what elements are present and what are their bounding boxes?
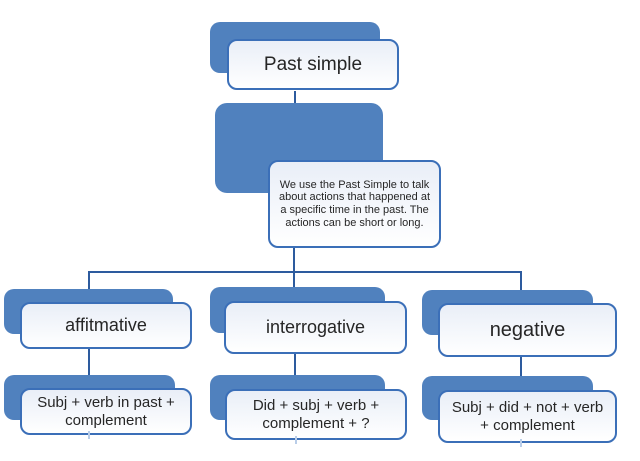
connector-drop-right bbox=[520, 271, 522, 292]
root-node: Past simple bbox=[227, 39, 399, 90]
connector-drop-left bbox=[88, 271, 90, 292]
description-text: We use the Past Simple to talk about act… bbox=[278, 178, 431, 229]
formula-negative-text: Subj + did + not + verb + complement bbox=[451, 399, 604, 434]
branch-interrogative-label: interrogative bbox=[265, 317, 366, 338]
branch-negative-label: negative bbox=[489, 318, 566, 341]
connector-center-to-formula bbox=[294, 352, 296, 377]
formula-negative-node: Subj + did + not + verb + complement bbox=[438, 390, 617, 443]
connector-stub-right bbox=[520, 439, 522, 447]
formula-affirmative-text: Subj + verb in past + complement bbox=[37, 394, 175, 429]
connector-root-to-middle bbox=[294, 91, 296, 104]
connector-drop-center bbox=[293, 271, 295, 290]
connector-stub-center bbox=[295, 436, 297, 444]
formula-interrogative-text: Did + subj + verb + complement + ? bbox=[252, 397, 380, 432]
branch-affirmative-node: affitmative bbox=[20, 302, 192, 349]
connector-right-to-formula bbox=[520, 355, 522, 378]
branch-interrogative-node: interrogative bbox=[224, 301, 407, 354]
connector-left-to-formula bbox=[88, 347, 90, 377]
formula-affirmative-node: Subj + verb in past + complement bbox=[20, 388, 192, 435]
connector-horizontal-bus bbox=[88, 271, 522, 273]
root-node-label: Past simple bbox=[263, 53, 363, 75]
branch-affirmative-label: affitmative bbox=[65, 315, 147, 336]
formula-interrogative-node: Did + subj + verb + complement + ? bbox=[225, 389, 407, 440]
branch-negative-node: negative bbox=[438, 303, 617, 357]
description-node: We use the Past Simple to talk about act… bbox=[268, 160, 441, 248]
connector-middle-to-bus bbox=[293, 246, 295, 273]
connector-stub-left bbox=[88, 431, 90, 439]
